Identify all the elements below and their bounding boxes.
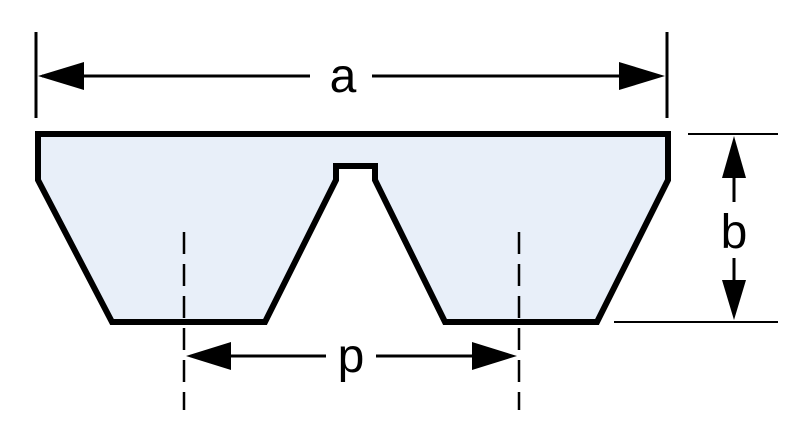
arrow-b-top bbox=[722, 136, 746, 178]
arrow-a-right bbox=[619, 62, 665, 90]
arrow-a-left bbox=[38, 62, 84, 90]
dimension-p: p bbox=[186, 330, 517, 383]
belt-profile bbox=[35, 131, 671, 325]
arrow-p-left bbox=[186, 342, 231, 370]
arrow-p-right bbox=[472, 342, 517, 370]
dimension-b: b bbox=[614, 133, 778, 323]
label-p: p bbox=[338, 330, 365, 383]
dimension-a: a bbox=[34, 32, 669, 118]
label-b: b bbox=[721, 206, 748, 259]
arrow-b-bottom bbox=[722, 280, 746, 320]
label-a: a bbox=[330, 50, 357, 103]
